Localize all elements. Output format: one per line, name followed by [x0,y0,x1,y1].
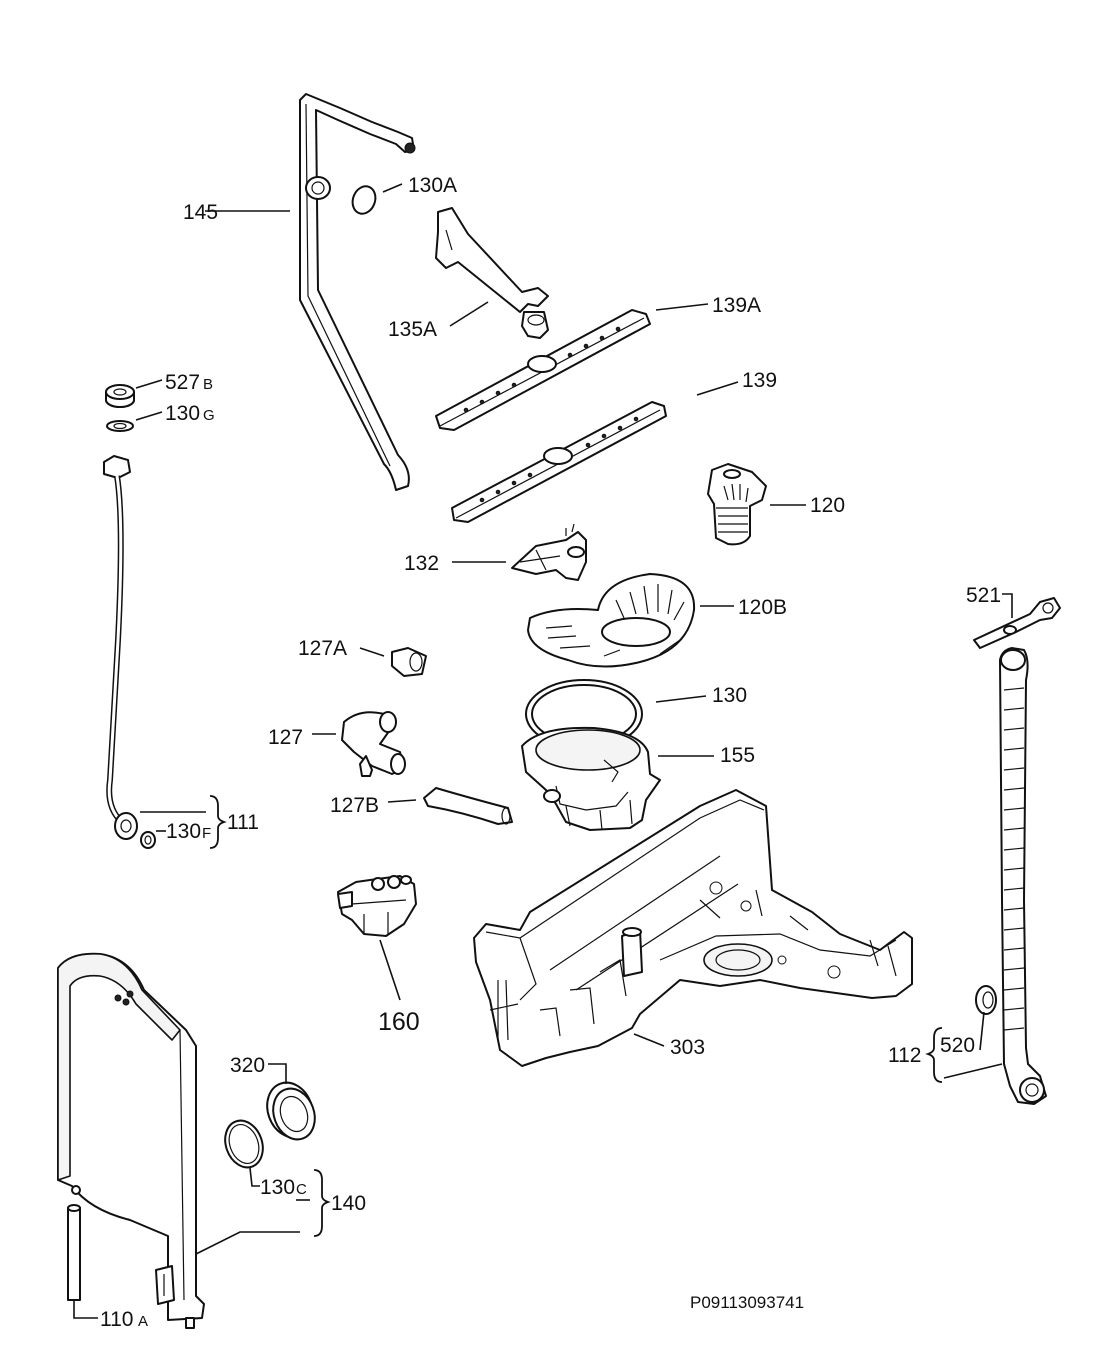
part-303-base-frame[interactable] [473,789,913,1067]
label-130: 130 [712,684,747,707]
label-127A: 127A [298,637,347,660]
leader-130C [249,1167,260,1187]
label-130G: 130 [165,402,200,425]
leader-140 [195,1231,300,1255]
part-127B-hose[interactable] [423,787,513,825]
part-120B-filter-plate[interactable] [527,573,696,668]
part-130C-o-ring[interactable] [219,1115,269,1172]
label-130G-suffix: G [203,407,215,424]
part-139A-upper-spray-arm[interactable] [435,309,651,431]
leader-112 [943,1063,1003,1079]
label-130F: 130 [166,820,201,843]
part-130A-o-ring[interactable] [349,183,379,217]
label-127: 127 [268,726,303,749]
brace-111 [209,795,227,849]
label-520: 520 [940,1034,975,1057]
label-127B: 127B [330,794,379,817]
part-139-lower-spray-arm[interactable] [451,401,667,523]
leader-521 [1002,593,1013,618]
label-130C: 130 [260,1176,295,1199]
part-521-clip[interactable] [973,597,1061,649]
label-155: 155 [720,744,755,767]
label-120B: 120B [738,596,787,619]
leader-127A [359,647,385,657]
part-130F-seal[interactable] [140,831,156,849]
part-127A-connector[interactable] [391,647,427,677]
leader-135A [449,301,489,327]
part-111-inlet-hose[interactable] [103,455,138,840]
leader-130 [655,695,707,703]
part-520-seal[interactable] [975,985,997,1015]
leader-130G [135,411,163,421]
part-132-support[interactable] [511,523,587,581]
label-521: 521 [966,584,1001,607]
leader-127B [387,799,417,803]
label-140: 140 [331,1192,366,1215]
part-155-sump[interactable] [521,726,661,831]
part-120-filter[interactable] [707,463,767,546]
label-132: 132 [404,552,439,575]
brace-140 [313,1169,331,1237]
label-110A: 110 [100,1308,133,1331]
part-320-seal[interactable] [260,1076,322,1145]
part-130G-washer[interactable] [106,420,134,432]
label-130C-suffix: C [296,1181,307,1198]
label-527B-suffix: B [203,376,213,393]
reference-code: P09113093741 [690,1293,804,1312]
label-112: 112 [888,1044,921,1067]
label-120: 120 [810,494,845,517]
label-139: 139 [742,369,777,392]
label-527B: 527 [165,371,200,394]
label-160: 160 [378,1008,420,1036]
leader-110A [73,1300,98,1319]
part-135A-spray-arm-bracket[interactable] [435,207,549,339]
label-111: 111 [227,811,259,834]
leader-160 [379,939,401,1001]
part-140-water-box[interactable] [57,952,205,1329]
leader-139 [696,381,739,396]
part-112-drain-hose[interactable] [999,647,1047,1105]
label-130F-suffix: F [202,825,211,842]
brace-112 [925,1027,943,1083]
part-527B-nut[interactable] [105,384,135,408]
part-145-spray-pipe[interactable] [299,93,416,491]
leader-130A [382,183,403,193]
part-110A-rod[interactable] [67,1204,81,1301]
leader-139A [655,303,709,311]
label-135A: 135A [388,318,437,341]
leader-303 [633,1033,665,1047]
leader-520 [979,1011,985,1051]
leader-527B [135,379,163,389]
label-303: 303 [670,1036,705,1059]
label-320: 320 [230,1054,265,1077]
leader-320 [268,1063,287,1084]
part-160-valve[interactable] [337,875,417,937]
label-139A: 139A [712,294,761,317]
label-130A: 130A [408,174,457,197]
label-145: 145 [183,201,218,224]
part-127-elbow-pipe[interactable] [341,711,406,777]
label-110A-suffix: A [138,1313,148,1330]
